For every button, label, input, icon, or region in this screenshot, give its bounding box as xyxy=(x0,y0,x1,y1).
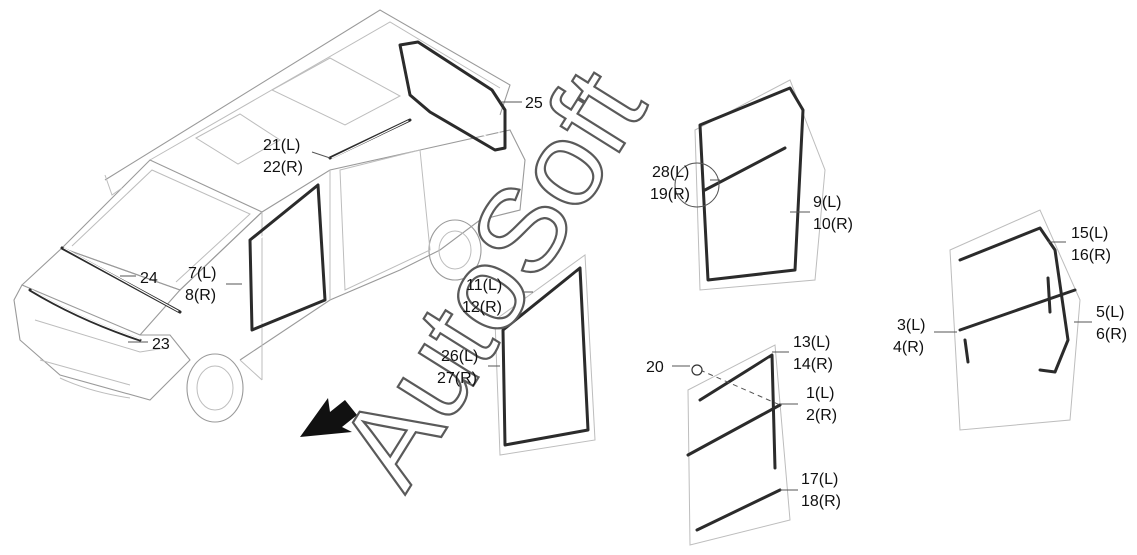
callout-22-r: 22(R) xyxy=(263,159,303,176)
callout-6-r: 6(R) xyxy=(1096,326,1127,343)
rear-door xyxy=(949,209,1081,431)
leader-lines xyxy=(120,101,1092,491)
front-direction-arrow xyxy=(300,398,357,437)
rear-quarter-door xyxy=(674,79,826,291)
callout-7-l: 7(L) xyxy=(188,265,216,282)
callout-8-r: 8(R) xyxy=(185,287,216,304)
callout-13-l: 13(L) xyxy=(793,334,830,351)
callout-11-l: 11(L) xyxy=(466,277,502,294)
callout-14-r: 14(R) xyxy=(793,356,833,373)
callout-9-l: 9(L) xyxy=(813,194,841,211)
callout-5-l: 5(L) xyxy=(1096,304,1124,321)
callout-15-l: 15(L) xyxy=(1071,225,1108,242)
callout-1-l: 1(L) xyxy=(806,385,834,402)
callout-4-r: 4(R) xyxy=(893,339,924,356)
callout-24: 24 xyxy=(140,270,158,287)
callout-labels: 25 21(L) 22(R) 28(L) 19(R) 9(L) 10(R) 15… xyxy=(140,95,1127,510)
callout-16-r: 16(R) xyxy=(1071,247,1111,264)
callout-25: 25 xyxy=(525,95,543,112)
front-door xyxy=(686,344,791,546)
callout-20: 20 xyxy=(646,359,664,376)
callout-10-r: 10(R) xyxy=(813,216,853,233)
callout-23: 23 xyxy=(152,336,170,353)
callout-21-l: 21(L) xyxy=(263,137,300,154)
callout-3-l: 3(L) xyxy=(897,317,925,334)
callout-18-r: 18(R) xyxy=(801,493,841,510)
callout-27-r: 27(R) xyxy=(437,370,477,387)
sliding-door xyxy=(494,254,596,456)
callout-17-l: 17(L) xyxy=(801,471,838,488)
van-body-outline xyxy=(13,9,526,423)
callout-12-r: 12(R) xyxy=(462,299,502,316)
van-seals xyxy=(28,40,507,342)
callout-2-r: 2(R) xyxy=(806,407,837,424)
callout-19-r: 19(R) xyxy=(650,186,690,203)
callout-26-l: 26(L) xyxy=(441,348,478,365)
callout-28-l: 28(L) xyxy=(652,164,689,181)
